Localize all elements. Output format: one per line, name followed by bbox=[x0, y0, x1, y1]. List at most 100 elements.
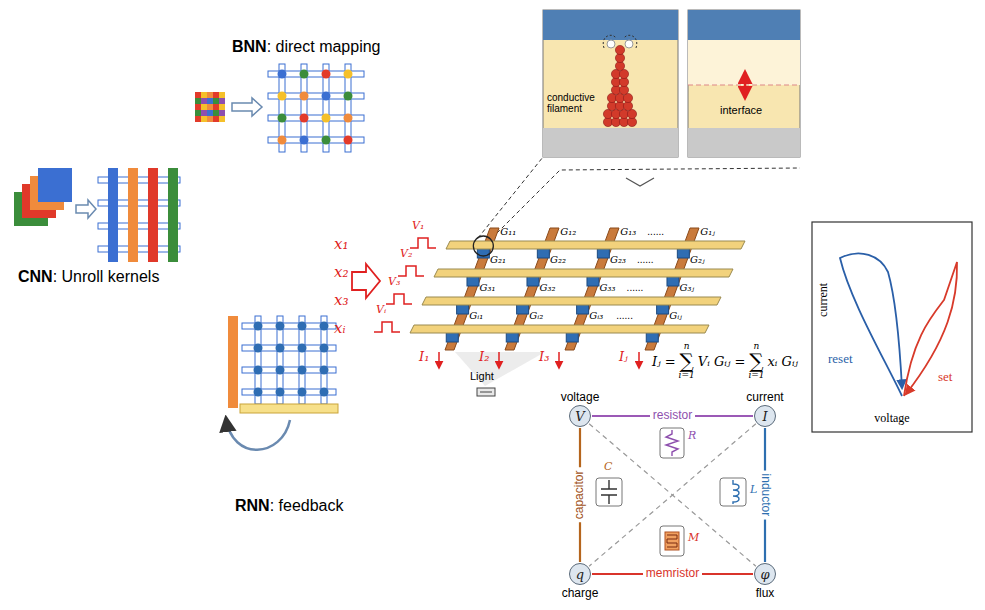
voltage-symbol: V₃ bbox=[388, 276, 400, 289]
voltage-symbol: V₁ bbox=[412, 220, 424, 233]
pixel-icon bbox=[207, 104, 213, 110]
pixel-icon bbox=[207, 92, 213, 98]
weight-dot bbox=[344, 114, 353, 123]
network-caption: : direct mapping bbox=[267, 38, 381, 56]
part-label: interface bbox=[720, 104, 762, 117]
current-symbol: I₃ bbox=[539, 350, 549, 365]
sum-sign: ∑ bbox=[749, 351, 763, 371]
sum-block: n∑i=1 bbox=[748, 342, 764, 380]
weight-dot bbox=[322, 92, 331, 101]
axis-label: current bbox=[817, 283, 831, 317]
conductance-label: Gᵢ₂ bbox=[529, 310, 543, 322]
sum-limit: i=1 bbox=[679, 371, 695, 380]
pixel-icon bbox=[201, 104, 207, 110]
pixel-icon bbox=[201, 92, 207, 98]
conductance-label: Gᵢ₃ bbox=[589, 310, 603, 322]
ion-motion bbox=[624, 35, 637, 48]
pixel-icon bbox=[219, 104, 225, 110]
kernel-column bbox=[168, 168, 178, 262]
sum-block: n∑i=1 bbox=[679, 342, 695, 380]
input-arrow bbox=[352, 264, 380, 298]
vacancy bbox=[625, 40, 633, 48]
formula-text: Iⱼ = bbox=[652, 355, 676, 368]
symbol-letter: R bbox=[688, 430, 696, 443]
set-curve bbox=[904, 262, 957, 396]
voltage-symbol: V₂ bbox=[400, 248, 412, 261]
weight-dot bbox=[276, 322, 285, 331]
curve-label: set bbox=[938, 370, 952, 385]
light-beam bbox=[455, 352, 545, 386]
current-arrow bbox=[638, 352, 640, 368]
weight-dot bbox=[298, 344, 307, 353]
sum-limit: n bbox=[754, 342, 760, 351]
bottom-electrode bbox=[688, 128, 800, 157]
voltage-pulse bbox=[386, 294, 412, 304]
weight-dot bbox=[254, 388, 263, 397]
quantity-circle: φ bbox=[754, 563, 776, 585]
sum-limit: n bbox=[684, 342, 690, 351]
symbol-letter: M bbox=[688, 532, 699, 545]
conductance-label: G₂₂ bbox=[550, 254, 566, 266]
kernel bbox=[38, 168, 72, 202]
weight-dot bbox=[276, 366, 285, 375]
inset-frame bbox=[543, 10, 678, 157]
current-arrow bbox=[438, 352, 440, 368]
edge-label: inductor bbox=[758, 471, 772, 520]
top-electrode bbox=[688, 10, 800, 40]
resistor-symbol bbox=[666, 430, 678, 456]
quantity-symbol: φ bbox=[760, 568, 769, 581]
conductance-label: G₃₂ bbox=[540, 282, 556, 294]
formula-text: Vᵢ Gᵢⱼ = bbox=[698, 355, 746, 368]
quantity-node: φ flux bbox=[754, 563, 776, 601]
kernel-column bbox=[108, 168, 118, 262]
capacitor-symbol bbox=[596, 478, 622, 506]
voltage-pulse bbox=[374, 322, 400, 332]
pixel-icon bbox=[195, 104, 201, 110]
quantity-symbol: I bbox=[762, 410, 767, 423]
capacitor-symbol bbox=[601, 480, 617, 504]
pixel-icon bbox=[213, 110, 219, 116]
sum-sign: ∑ bbox=[680, 351, 694, 371]
voltage-symbol: Vᵢ bbox=[376, 304, 386, 317]
conductance-label: G₁₂ bbox=[560, 226, 576, 238]
conductance-label: Gᵢ₁ bbox=[469, 310, 483, 322]
weight-dot bbox=[300, 136, 309, 145]
light-label: Light bbox=[470, 370, 494, 383]
hollow-arrow bbox=[76, 200, 96, 218]
reset-curve bbox=[840, 253, 902, 396]
top-electrode bbox=[422, 297, 721, 305]
symbol-letter: L bbox=[750, 484, 757, 497]
weight-dot bbox=[278, 70, 287, 79]
ion-motion bbox=[603, 35, 616, 48]
pixel-icon bbox=[201, 110, 207, 116]
conductance-label: G₃₃ bbox=[600, 282, 616, 294]
quantity-symbol: V bbox=[575, 410, 584, 423]
ellipsis: ...... bbox=[637, 254, 654, 266]
current-symbol: I₁ bbox=[419, 350, 429, 365]
top-electrode bbox=[410, 325, 709, 333]
pixel-icon bbox=[195, 92, 201, 98]
iv-plot-frame bbox=[812, 222, 972, 432]
conductance-label: G₂ⱼ bbox=[690, 254, 705, 266]
weight-dot bbox=[344, 70, 353, 79]
conductance-label: G₁₁ bbox=[500, 226, 516, 238]
lamp bbox=[480, 392, 492, 393]
symbol-letter: C bbox=[604, 461, 612, 474]
network-caption: : feedback bbox=[270, 497, 344, 515]
quantity-name: flux bbox=[756, 587, 775, 599]
pixel-icon bbox=[213, 104, 219, 110]
network-name: CNN bbox=[18, 268, 53, 286]
conductance-label: G₁₃ bbox=[620, 226, 636, 238]
pixel-icon bbox=[219, 92, 225, 98]
input-symbol: x₃ bbox=[334, 292, 348, 309]
quantity-symbol: q bbox=[576, 568, 584, 581]
network-caption: : Unroll kernels bbox=[53, 268, 160, 286]
weight-dot bbox=[300, 114, 309, 123]
curve-label: reset bbox=[828, 352, 853, 367]
pixel-icon bbox=[201, 116, 207, 122]
pixel-icon bbox=[207, 98, 213, 104]
pixel-icon bbox=[195, 98, 201, 104]
feedback-row bbox=[240, 404, 338, 413]
weight-dot bbox=[320, 388, 329, 397]
pixel-icon bbox=[207, 110, 213, 116]
